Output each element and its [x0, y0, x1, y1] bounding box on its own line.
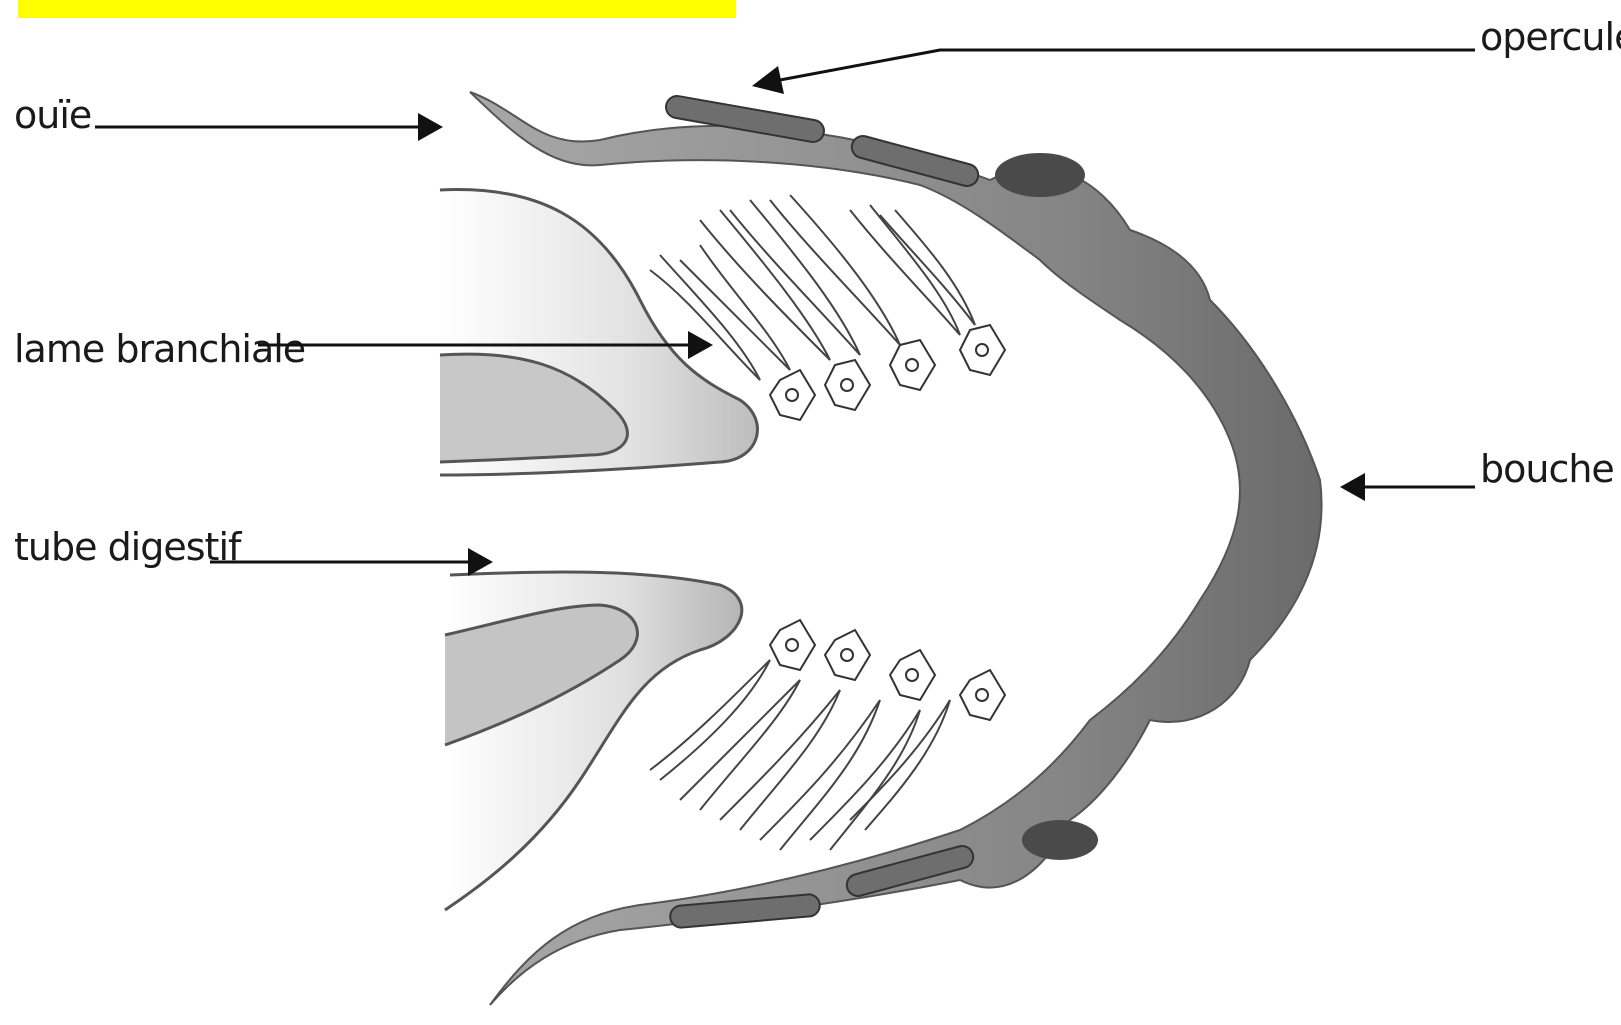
label-lame-branchiale: lame branchiale	[14, 327, 305, 371]
lower-gill-cells	[770, 620, 1005, 720]
arrow-tube-digestif-head	[468, 548, 493, 576]
arrow-opercule-head	[752, 66, 784, 94]
opercule-knob-top	[995, 153, 1085, 197]
opercule-knob-bottom	[1022, 820, 1098, 860]
label-ouie: ouïe	[14, 93, 91, 137]
header-bar	[18, 0, 736, 18]
arrow-ouie-head	[418, 113, 443, 141]
label-tube-digestif: tube digestif	[14, 525, 243, 569]
arrow-lame-branchiale-head	[688, 331, 713, 359]
arrow-bouche-head	[1340, 473, 1365, 501]
label-opercule: opercule	[1480, 15, 1621, 59]
label-bouche: bouche	[1480, 447, 1614, 491]
arrow-opercule-line	[780, 50, 1475, 80]
upper-gill-cells	[770, 325, 1005, 420]
